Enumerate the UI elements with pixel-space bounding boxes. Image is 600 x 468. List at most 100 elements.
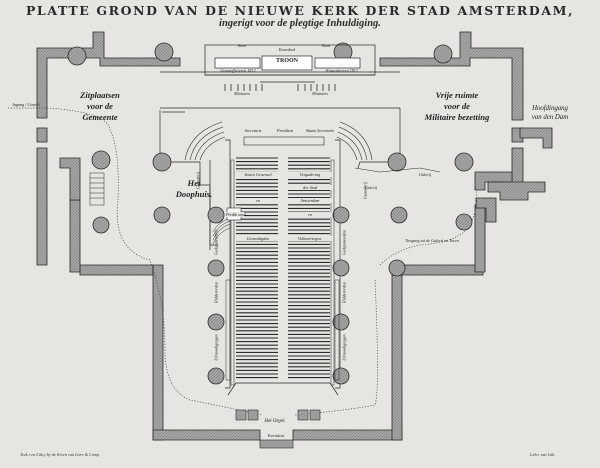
- label-vrije-ruimte: Vrije ruimte voor de Militaire bezetting: [418, 90, 496, 123]
- label-amsterdam: Amsterdam: [288, 198, 332, 203]
- pillar: [207, 259, 225, 277]
- pillar: [332, 367, 350, 385]
- label-line: Doophuis.: [175, 189, 213, 199]
- dotted-right-nave: [294, 279, 378, 416]
- label-line: Gemeente: [82, 112, 118, 122]
- pillar: [92, 216, 110, 234]
- pillar: [91, 150, 111, 170]
- wall-right-lower: [391, 264, 484, 276]
- label-stand-right-2: Uitnoodigingen: [341, 334, 347, 361]
- pillar: [387, 152, 407, 172]
- wall-chapel-right2: [487, 181, 546, 201]
- label-line: Militaire bezetting: [424, 112, 490, 122]
- wall-left-nave: [152, 264, 164, 441]
- label-grootofficieren: Grootofficieren 1812: [220, 68, 256, 73]
- pillar: [454, 152, 474, 172]
- label-kaarsbed: Kaarsbed: [278, 47, 296, 52]
- pillar: [332, 259, 350, 277]
- label-vergadering: Vergadering: [288, 172, 332, 177]
- throne-dais: [204, 44, 376, 83]
- label-steur-left: Steur: [237, 43, 247, 48]
- pillar: [390, 206, 408, 224]
- wall-top-right: [379, 31, 524, 121]
- pillar: [433, 44, 453, 64]
- pillar: [332, 313, 350, 331]
- wall-left: [36, 147, 48, 266]
- label-stand-right-1: Ridderorden: [341, 282, 347, 303]
- label-volksvertegen: Volksvertegen.: [288, 236, 332, 241]
- credit-right: Lith.r van Lith.: [530, 452, 556, 457]
- wall-bottom-left: [152, 429, 261, 441]
- label-staats-secretaris: Staats Secretaris: [305, 128, 335, 133]
- wall-right-transept: [474, 204, 486, 273]
- wall-left-transept: [69, 199, 81, 273]
- label-stand-right-3: Gedeputeerden: [341, 229, 347, 256]
- pillar: [332, 206, 350, 224]
- pillar: [207, 206, 225, 224]
- pillars: [67, 42, 474, 385]
- pillar: [152, 152, 172, 172]
- label-galerij-2: Galerij: [418, 172, 432, 177]
- plan-title: PLATTE GROND VAN DE NIEUWE KERK DER STAD…: [25, 3, 575, 18]
- central-benches-right: [288, 157, 330, 379]
- label-torendeur: Torendeur: [267, 433, 285, 438]
- label-stand-left-2: Uitnoodigingen: [213, 334, 219, 361]
- label-genoodigden: Genoodigden: [236, 236, 280, 241]
- label-secretaris: Secretaris: [244, 128, 262, 133]
- label-het-orgel: Het Orgel.: [264, 419, 286, 424]
- label-line: Het: [187, 178, 201, 188]
- dotted-left-curve: [46, 107, 263, 416]
- label-line: voor de: [86, 101, 113, 111]
- plan-subtitle: ingerigt voor de plegtige Inhuldiging.: [219, 18, 381, 29]
- minister-benches: [224, 84, 336, 91]
- organ: [235, 409, 321, 449]
- wall-right-nave: [391, 271, 403, 441]
- label-en-left: en: [236, 198, 280, 203]
- pillar: [207, 313, 225, 331]
- label-galerij: Galerij: [364, 185, 378, 190]
- pillar: [154, 42, 174, 62]
- label-gaanderij-right: Gaanderij: [362, 181, 368, 200]
- wall-chapel-left: [59, 157, 81, 201]
- central-benches-left: [236, 157, 278, 379]
- wall-bottom-right: [292, 429, 403, 441]
- label-ingang-left: Ingang / Comité: [12, 102, 40, 107]
- label-line: Zitplaatsen: [80, 90, 120, 100]
- choir-screen: [159, 71, 401, 396]
- label-stand-left-1: Ridderorden: [213, 282, 219, 303]
- label-kamerheeren: Kamerheeren 1812: [326, 68, 358, 73]
- wall-left-lower: [70, 264, 154, 276]
- label-line: Vrije ruimte: [435, 90, 479, 100]
- label-predikstoel: Predik stoel: [226, 212, 246, 217]
- label-stand-left-3: Gedeputeerden: [213, 229, 219, 256]
- gallery-right: [354, 167, 441, 173]
- wall-chapel-right: [474, 171, 513, 191]
- pillar: [207, 367, 225, 385]
- label-line: voor de: [443, 101, 470, 111]
- officials-table: [243, 136, 325, 146]
- label-line: van den Dam: [531, 114, 569, 121]
- side-stands: [225, 159, 340, 386]
- dotted-paths: [8, 107, 477, 416]
- label-staten-generaal: Staten Generaal: [236, 172, 280, 177]
- label-der-stad: der Stad: [288, 185, 332, 190]
- label-ministers-right: Ministers: [312, 91, 328, 96]
- pillar: [455, 213, 473, 231]
- wall-entrance-right: [519, 127, 553, 149]
- chapel-grille-left: [89, 172, 105, 206]
- label-zitplaatsen: Zitplaatsen voor de Gemeente: [70, 90, 130, 123]
- label-troon: TROON: [275, 58, 298, 64]
- wall-left-upper: [36, 127, 48, 143]
- label-en-right: en: [288, 212, 332, 217]
- label-toegang: Toegang tot de Galerij en Toren: [405, 238, 459, 243]
- dotted-right-curve: [379, 184, 477, 266]
- curved-benches: [184, 121, 373, 161]
- label-hoofdingang: Hoofdingang van den Dam: [521, 104, 579, 122]
- label-gaanderij-left: Gaanderij: [195, 171, 201, 190]
- label-ministers-left: Ministers: [234, 91, 250, 96]
- credit-left: Teek.r en Lith.y by de Erven van Liere &…: [20, 452, 101, 457]
- pillar: [388, 259, 406, 277]
- label-president: President: [277, 128, 293, 133]
